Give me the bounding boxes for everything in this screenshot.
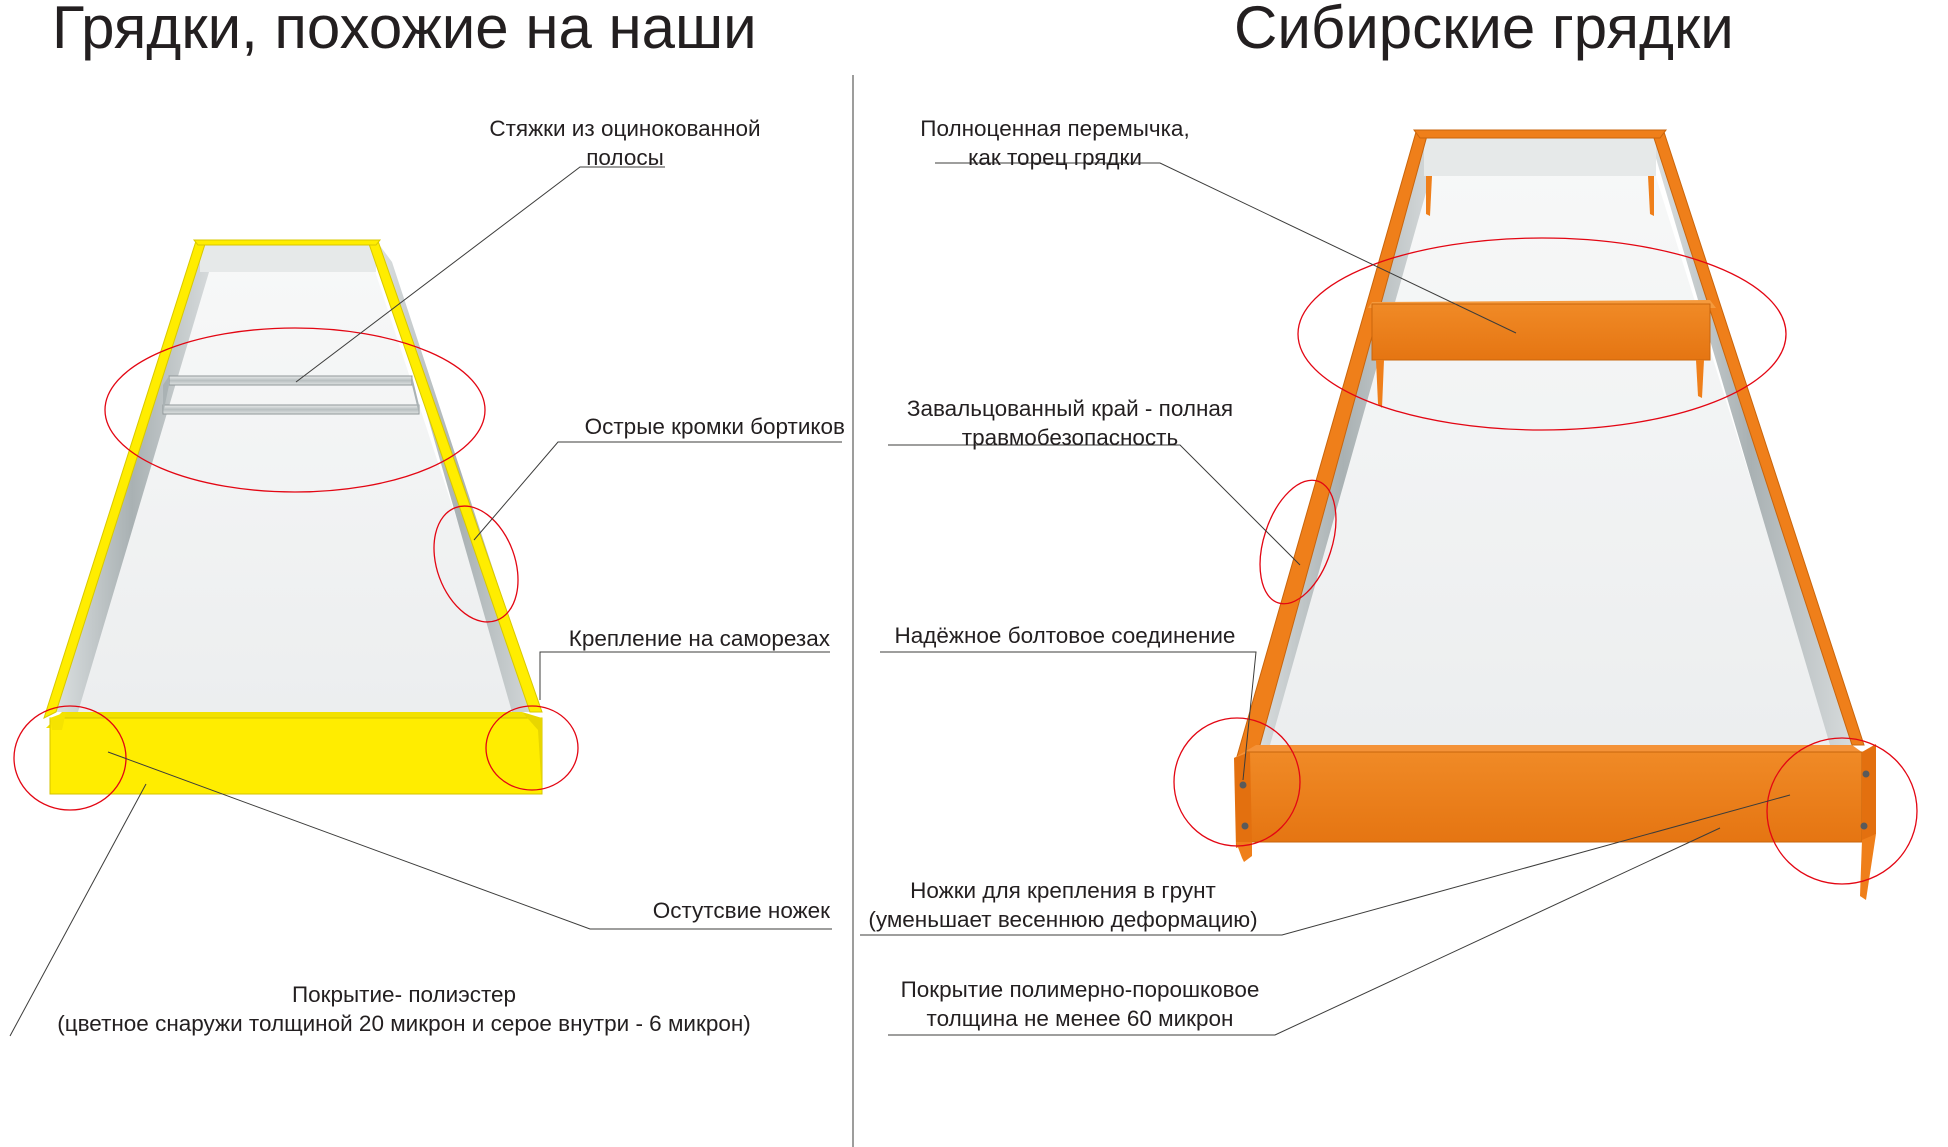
ring-left-ties: [104, 327, 486, 493]
callout-crossbar: Полноценная перемычка, как торец грядки: [880, 114, 1230, 172]
leader-coating-right: [888, 827, 1721, 1036]
callout-screws-line1: Крепление на саморезах: [568, 626, 830, 651]
leader-edges: [473, 441, 842, 541]
ring-left-corner-right: [485, 705, 579, 791]
left-title: Грядки, похожие на наши: [52, 0, 757, 61]
callout-rolled-edge-line1: Завальцованный край - полная: [906, 396, 1234, 421]
bolt-icon: [1239, 781, 1247, 789]
bolt-icon: [1860, 822, 1868, 830]
callout-rolled-edge-line2: травмобезопасность: [961, 425, 1179, 450]
callout-edges: Острые кромки бортиков: [545, 412, 845, 441]
left-bed-tie-2: [162, 404, 420, 415]
leader-ties: [295, 166, 665, 383]
right-bed-corner-left: [1234, 752, 1252, 848]
right-title: Сибирские грядки: [1234, 0, 1734, 61]
callout-coating-right: Покрытие полимерно-порошковое толщина не…: [870, 975, 1290, 1033]
callout-legs-right-line2: (уменьшает весеннюю деформацию): [868, 907, 1258, 932]
callout-coating-left-line1: Покрытие- полиэстер: [291, 982, 517, 1007]
callout-crossbar-line1: Полноценная перемычка,: [920, 116, 1190, 141]
callout-bolt-line1: Надёжное болтовое соединение: [894, 623, 1236, 648]
callout-rolled-edge: Завальцованный край - полная травмобезоп…: [870, 394, 1270, 452]
ring-right-crossbar: [1297, 237, 1787, 431]
right-bed-front-face: [1245, 751, 1863, 843]
leader-legs-right: [860, 794, 1791, 936]
callout-legs-left: Остутсвие ножек: [580, 896, 830, 925]
right-bed-crossbar: [1371, 303, 1711, 361]
leader-screws: [539, 651, 830, 700]
leader-coating-left: [9, 783, 147, 1037]
ring-right-corner-right: [1766, 737, 1918, 885]
callout-coating-left-line2: (цветное снаружи толщиной 20 микрон и се…: [57, 1011, 751, 1036]
right-bed-inner-wall-right: [1650, 138, 1852, 745]
callout-legs-left-line1: Остутсвие ножек: [652, 898, 830, 923]
leader-rolled-edge: [888, 444, 1301, 566]
bolt-icon: [1241, 822, 1249, 830]
bolt-icon: [1862, 770, 1870, 778]
leader-legs: [107, 751, 832, 930]
left-garden-bed: [43, 239, 543, 795]
right-garden-bed: [1234, 129, 1876, 900]
right-bed-rail-back: [1413, 129, 1667, 139]
left-bed-inner-back-wall: [200, 243, 376, 272]
ring-right-corner-left: [1173, 717, 1301, 847]
right-bed-crossbar-leg-left: [1376, 360, 1384, 408]
left-bed-front-end-right: [522, 712, 542, 794]
left-bed-rail-back: [192, 239, 382, 246]
callout-legs-right-line1: Ножки для крепления в грунт: [910, 878, 1216, 903]
left-bed-front-face: [49, 717, 543, 795]
ring-left-corner-front: [13, 705, 127, 811]
callout-screws: Крепление на саморезах: [530, 624, 830, 653]
right-bed-crossbar-leg-right: [1696, 360, 1704, 398]
callout-ties-line1: Стяжки из оцинокованной: [489, 116, 761, 141]
callout-ties: Стяжки из оцинокованной полосы: [460, 114, 790, 172]
right-bed-leg-front-right: [1860, 834, 1876, 900]
callout-ties-line2: полосы: [586, 145, 664, 170]
ring-right-edge: [1259, 479, 1337, 605]
left-bed-front-end-left: [50, 712, 66, 730]
leader-bolt: [880, 651, 1257, 781]
right-bed-leg-front-left: [1236, 842, 1252, 862]
right-bed-corner-right: [1862, 744, 1876, 842]
leader-lines: [9, 162, 1791, 1037]
ring-left-edge: [433, 505, 519, 623]
callout-coating-right-line1: Покрытие полимерно-порошковое: [900, 977, 1260, 1002]
callout-legs-right: Ножки для крепления в грунт (уменьшает в…: [848, 876, 1278, 934]
right-bed-inner-back-wall: [1424, 138, 1656, 176]
highlight-rings: [13, 237, 1918, 885]
leader-crossbar: [935, 162, 1517, 334]
left-bed-tie-1: [168, 375, 413, 386]
callout-crossbar-line2: как торец грядки: [968, 145, 1142, 170]
callout-coating-right-line2: толщина не менее 60 микрон: [926, 1006, 1234, 1031]
callout-bolt: Надёжное болтовое соединение: [870, 621, 1260, 650]
callout-coating-left: Покрытие- полиэстер (цветное снаружи тол…: [4, 980, 804, 1038]
callout-edges-line1: Острые кромки бортиков: [584, 414, 845, 439]
left-bed-floor: [66, 262, 520, 712]
